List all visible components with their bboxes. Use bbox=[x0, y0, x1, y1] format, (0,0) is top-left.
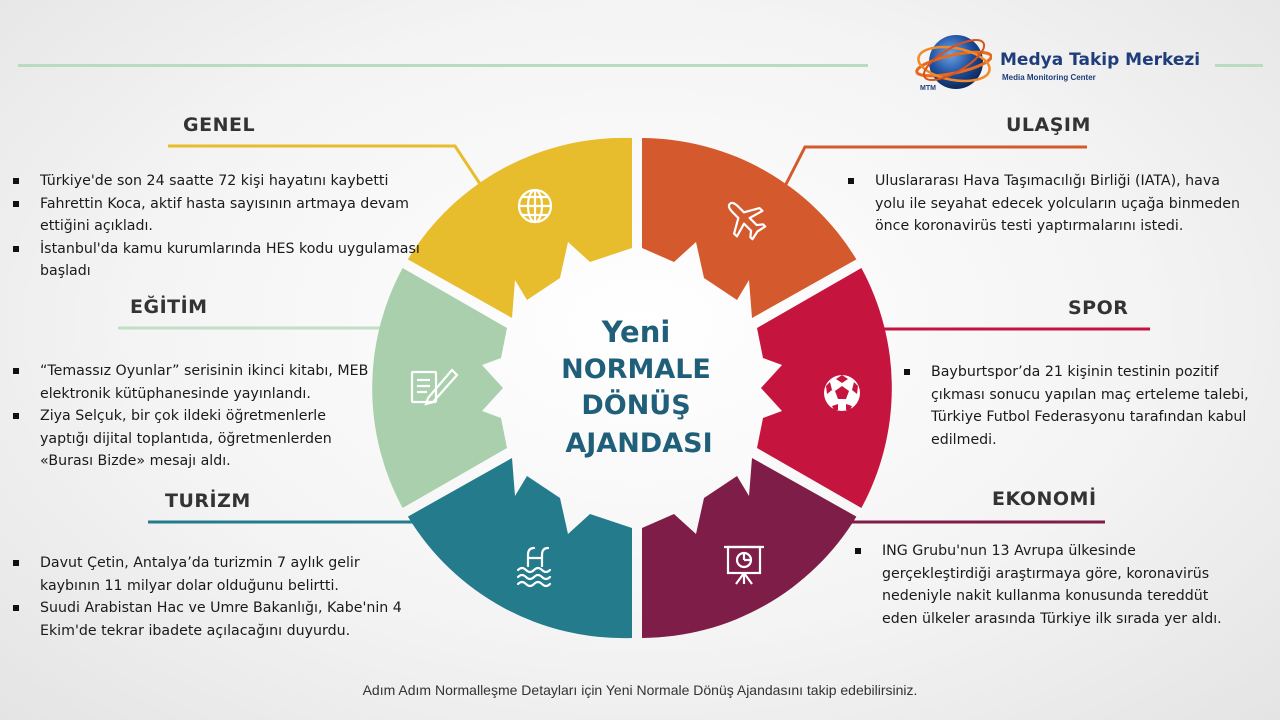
center-line-1: Yeni bbox=[601, 315, 671, 349]
center-line-3: DÖNÜŞ bbox=[581, 388, 690, 421]
notepad-pen-icon bbox=[410, 368, 459, 406]
globe-icon bbox=[517, 188, 553, 224]
logo-abbr: MTM bbox=[920, 85, 936, 92]
list-item: Ziya Selçuk, bir çok ildeki öğretmenlerl… bbox=[9, 405, 379, 473]
list-item: Fahrettin Koca, aktif hasta sayısının ar… bbox=[9, 193, 444, 238]
heading-spor: SPOR bbox=[1068, 297, 1129, 319]
list-item: “Temassız Oyunlar” serisinin ikinci kita… bbox=[9, 360, 379, 405]
top-rule-left bbox=[18, 64, 868, 67]
heading-ulasim: ULAŞIM bbox=[1006, 114, 1091, 136]
list-turizm: Davut Çetin, Antalya’da turizmin 7 aylık… bbox=[9, 552, 421, 642]
footer-note: Adım Adım Normalleşme Detayları için Yen… bbox=[362, 682, 918, 698]
segment-turizm bbox=[407, 458, 632, 639]
swimming-pool-icon bbox=[516, 546, 552, 588]
list-egitim: “Temassız Oyunlar” serisinin ikinci kita… bbox=[9, 360, 379, 473]
list-item: Uluslararası Hava Taşımacılığı Birliği (… bbox=[844, 170, 1254, 238]
segment-egitim bbox=[372, 268, 507, 508]
list-item: Davut Çetin, Antalya’da turizmin 7 aylık… bbox=[9, 552, 421, 597]
segment-spor bbox=[757, 268, 892, 508]
globe-logo-icon bbox=[915, 35, 993, 89]
list-ulasim: Uluslararası Hava Taşımacılığı Birliği (… bbox=[844, 170, 1254, 238]
center-line-2: NORMALE bbox=[561, 354, 711, 385]
list-item: ING Grubu'nun 13 Avrupa ülkesinde gerçek… bbox=[851, 540, 1246, 630]
list-item: İstanbul'da kamu kurumlarında HES kodu u… bbox=[9, 238, 444, 283]
heading-egitim: EĞİTİM bbox=[130, 296, 208, 318]
heading-genel: GENEL bbox=[183, 114, 256, 136]
center-line-4: AJANDASI bbox=[565, 428, 712, 459]
presentation-chart-icon bbox=[724, 545, 764, 585]
list-spor: Bayburtspor’da 21 kişinin testinin pozit… bbox=[900, 361, 1272, 451]
list-item: Suudi Arabistan Hac ve Umre Bakanlığı, K… bbox=[9, 597, 421, 642]
airplane-icon bbox=[727, 201, 767, 241]
logo-subtitle: Media Monitoring Center bbox=[1002, 73, 1096, 82]
logo-title: Medya Takip Merkezi bbox=[1000, 50, 1201, 70]
ulasim-connector bbox=[780, 145, 1087, 193]
top-rule-right bbox=[1215, 64, 1263, 67]
heading-ekonomi: EKONOMİ bbox=[992, 488, 1097, 510]
logo: MTM Medya Takip Merkezi Media Monitoring… bbox=[912, 30, 1200, 100]
list-item: Türkiye'de son 24 saatte 72 kişi hayatın… bbox=[9, 170, 444, 193]
genel-connector bbox=[168, 144, 490, 197]
list-genel: Türkiye'de son 24 saatte 72 kişi hayatın… bbox=[9, 170, 444, 283]
list-item: Bayburtspor’da 21 kişinin testinin pozit… bbox=[900, 361, 1272, 451]
list-ekonomi: ING Grubu'nun 13 Avrupa ülkesinde gerçek… bbox=[851, 540, 1246, 630]
segment-genel bbox=[407, 137, 632, 318]
heading-turizm: TURİZM bbox=[165, 490, 251, 512]
soccer-ball-icon bbox=[824, 375, 860, 411]
